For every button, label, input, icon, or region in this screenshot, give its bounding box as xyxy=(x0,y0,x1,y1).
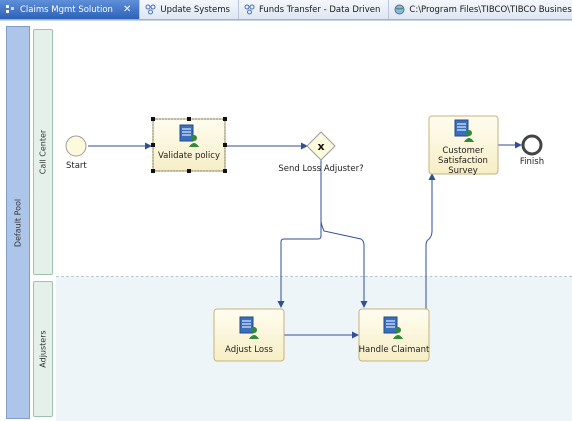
user-task-icon xyxy=(383,316,403,339)
tab-program-files-path[interactable]: C:\Program Files\TIBCO\TIBCO Business St… xyxy=(389,0,572,19)
flow-gateway-to-handle xyxy=(320,160,368,308)
pool-header[interactable]: Default Pool xyxy=(6,26,30,419)
task-adjust-loss[interactable]: Adjust Loss xyxy=(213,308,285,362)
lane-divider xyxy=(56,276,572,277)
tab-claims-mgmt-solution[interactable]: Claims Mgmt Solution ✕ xyxy=(0,0,141,19)
editor-tab-bar: Claims Mgmt Solution ✕ Update Systems Fu… xyxy=(0,0,572,20)
task-label-line2: Satisfaction xyxy=(438,156,488,166)
gateway-label: Send Loss Adjuster? xyxy=(278,164,363,174)
task-customer-satisfaction-survey[interactable]: Customer Satisfaction Survey xyxy=(428,115,499,176)
process-icon xyxy=(5,4,16,15)
tab-label: Funds Transfer - Data Driven xyxy=(258,4,381,15)
start-label: Start xyxy=(66,161,87,171)
user-task-icon xyxy=(239,316,259,339)
process-icon xyxy=(244,4,255,15)
task-label-line3: Survey xyxy=(448,166,478,176)
flow-gateway-to-adjust xyxy=(277,160,322,308)
gateway-symbol: x xyxy=(317,140,324,153)
tab-funds-transfer[interactable]: Funds Transfer - Data Driven xyxy=(239,0,390,19)
lane-header-call-center[interactable]: Call Center xyxy=(33,29,53,275)
start-event[interactable]: Start xyxy=(65,135,87,171)
process-editor-canvas[interactable]: Default Pool Call Center Adjusters xyxy=(0,20,572,421)
task-handle-claimant[interactable]: Handle Claimant xyxy=(358,308,430,362)
finish-label: Finish xyxy=(520,157,544,167)
task-label: Adjust Loss xyxy=(225,345,273,355)
flow-handle-to-survey xyxy=(425,173,436,311)
globe-icon xyxy=(394,4,405,15)
tab-update-systems[interactable]: Update Systems xyxy=(140,0,239,19)
tab-label: Claims Mgmt Solution xyxy=(20,4,113,15)
process-icon xyxy=(145,4,156,15)
task-label-line1: Customer xyxy=(442,146,484,156)
task-label: Handle Claimant xyxy=(359,345,430,355)
tab-label: Update Systems xyxy=(160,4,230,15)
user-task-icon xyxy=(179,124,199,147)
process-diagram: Start Validate policy x xyxy=(65,115,544,362)
close-icon[interactable]: ✕ xyxy=(122,4,132,15)
end-event[interactable]: Finish xyxy=(520,134,544,167)
exclusive-gateway[interactable]: x Send Loss Adjuster? xyxy=(278,131,364,174)
tab-label: C:\Program Files\TIBCO\TIBCO Business St… xyxy=(409,4,572,15)
lane-background-adjusters xyxy=(56,277,572,421)
task-label: Validate policy xyxy=(158,151,220,161)
user-task-icon xyxy=(454,119,474,142)
task-validate-policy[interactable]: Validate policy xyxy=(151,117,227,173)
